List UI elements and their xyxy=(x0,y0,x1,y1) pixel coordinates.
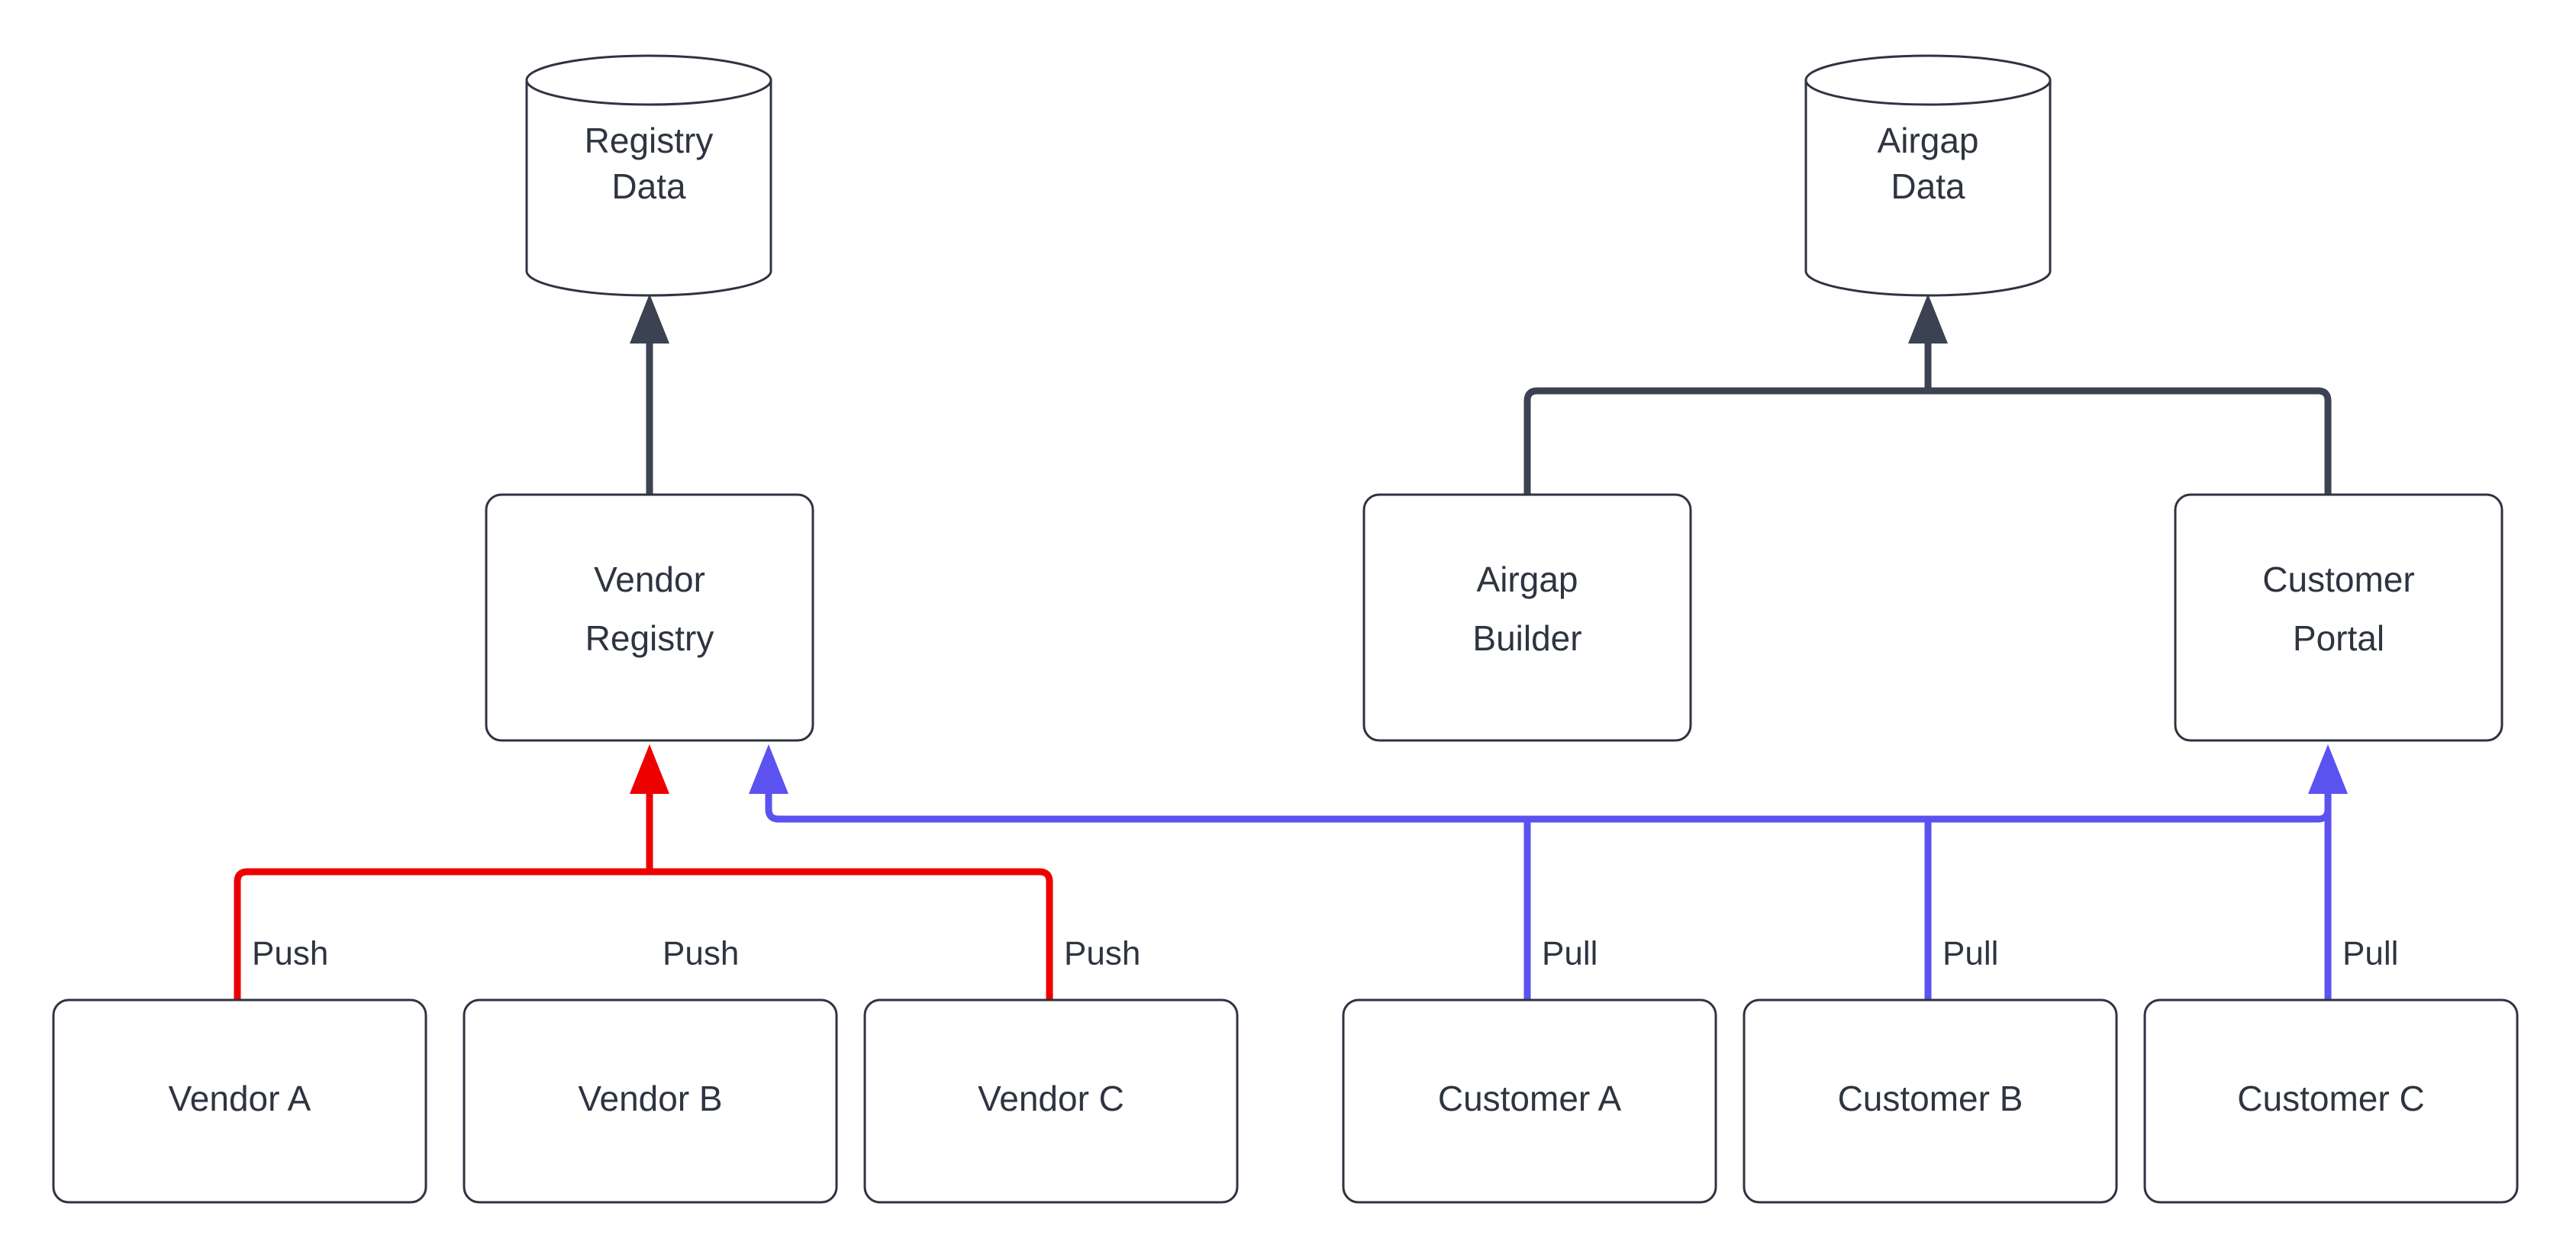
customer-a-label: Customer A xyxy=(1438,1079,1622,1118)
vendor-b-label: Vendor B xyxy=(578,1079,722,1118)
edge-label-push-a: Push xyxy=(252,935,328,973)
edge-vendor-registry-to-registry-data xyxy=(630,294,669,495)
vendor-registry-label-line2: Registry xyxy=(585,618,714,658)
node-customer-portal[interactable]: Customer Portal xyxy=(2174,493,2503,742)
vendor-c-label: Vendor C xyxy=(978,1079,1124,1118)
node-customer-a[interactable]: Customer A xyxy=(1342,998,1717,1204)
edge-pull-bus xyxy=(749,744,2348,1000)
customer-c-label: Customer C xyxy=(2237,1079,2424,1118)
edge-airgap-bus-to-airgap-data xyxy=(1523,294,2332,496)
edge-label-pull-c: Pull xyxy=(2342,935,2398,973)
node-customer-c[interactable]: Customer C xyxy=(2143,998,2519,1204)
edge-label-push-b: Push xyxy=(663,935,739,973)
airgap-builder-label-line2: Builder xyxy=(1472,618,1581,658)
registry-data-label-line2: Data xyxy=(611,166,686,206)
airgap-data-label-line2: Data xyxy=(1891,166,1965,206)
edge-label-pull-a: Pull xyxy=(1542,935,1598,973)
edge-label-pull-b: Pull xyxy=(1942,935,1998,973)
customer-b-label: Customer B xyxy=(1838,1079,2023,1118)
node-vendor-a[interactable]: Vendor A xyxy=(52,998,427,1204)
node-registry-data[interactable]: Registry Data xyxy=(525,54,772,297)
airgap-data-label-line1: Airgap xyxy=(1878,121,1979,160)
customer-portal-label-line1: Customer xyxy=(2262,560,2414,599)
customer-portal-label-line2: Portal xyxy=(2293,618,2384,658)
vendor-a-label: Vendor A xyxy=(169,1079,311,1118)
node-vendor-registry[interactable]: Vendor Registry xyxy=(485,493,814,742)
node-airgap-builder[interactable]: Airgap Builder xyxy=(1362,493,1692,742)
vendor-registry-label-line1: Vendor xyxy=(594,560,705,599)
airgap-builder-label-line1: Airgap xyxy=(1477,560,1578,599)
edge-label-push-c: Push xyxy=(1064,935,1140,973)
node-vendor-b[interactable]: Vendor B xyxy=(463,998,838,1204)
edge-push-bus xyxy=(234,744,1053,1000)
node-airgap-data[interactable]: Airgap Data xyxy=(1804,54,2052,297)
registry-data-label-line1: Registry xyxy=(585,121,714,160)
node-vendor-c[interactable]: Vendor C xyxy=(863,998,1239,1204)
node-customer-b[interactable]: Customer B xyxy=(1743,998,2118,1204)
